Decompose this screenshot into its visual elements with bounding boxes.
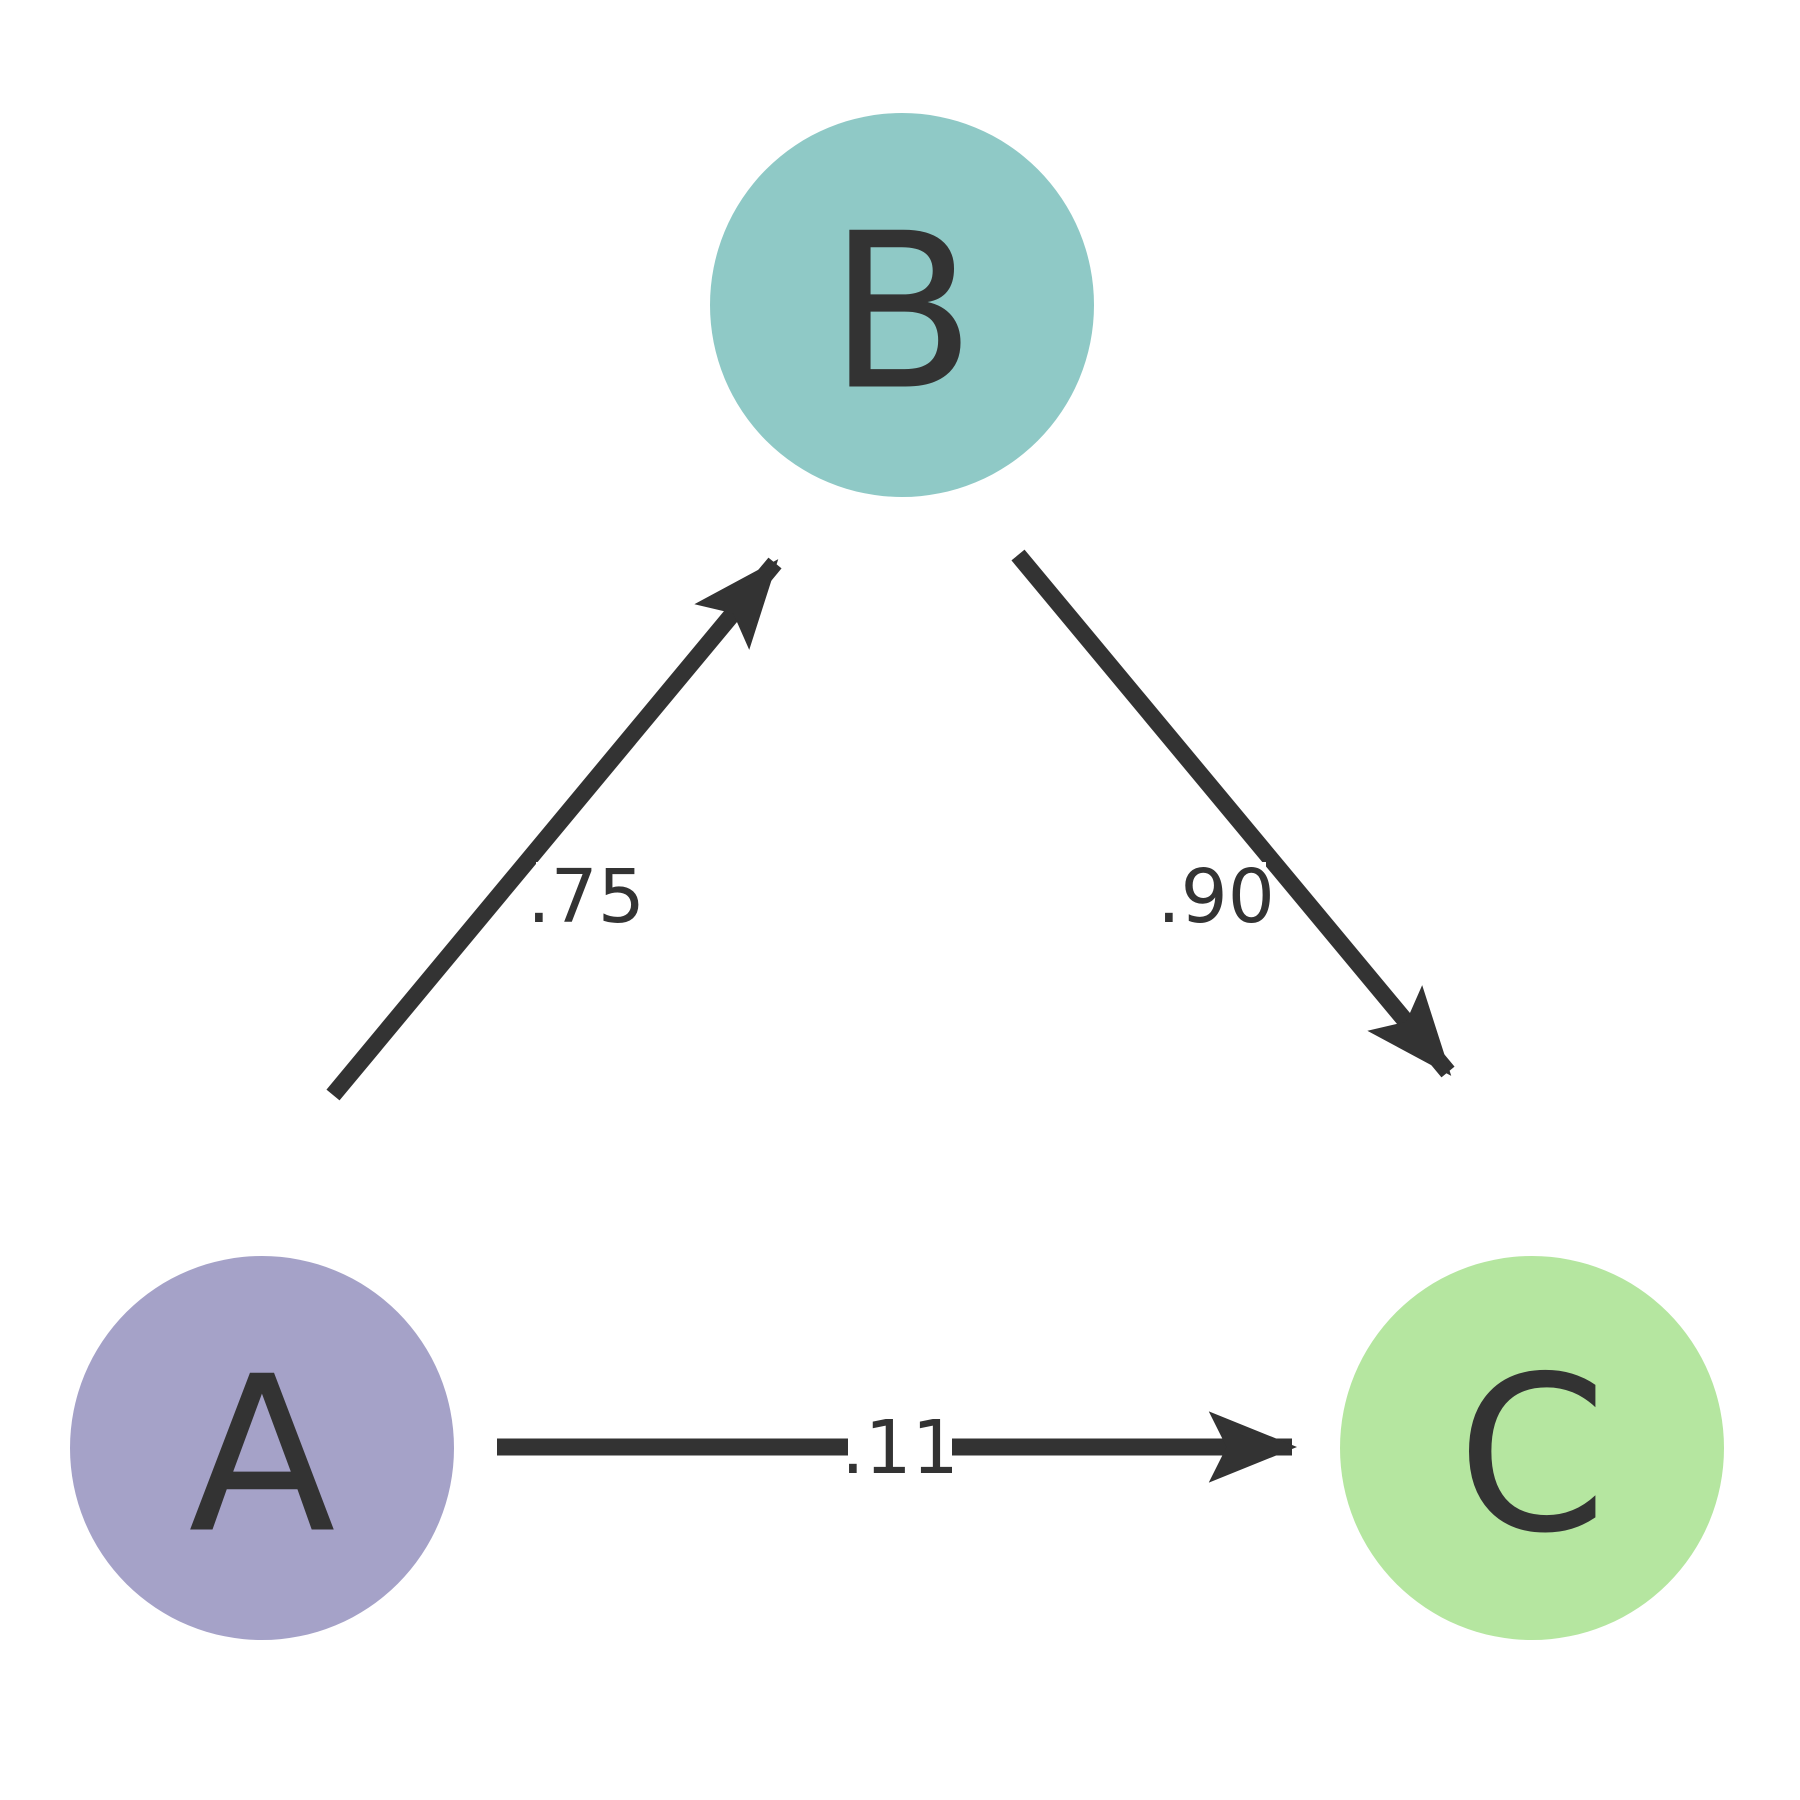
edge-a-to-c-label-backdrop: [848, 1412, 952, 1484]
node-c[interactable]: C: [1340, 1256, 1724, 1640]
node-a[interactable]: A: [70, 1256, 454, 1640]
node-a-label: A: [188, 1330, 335, 1581]
edge-a-to-b-label: .75: [527, 854, 645, 940]
node-b-circle: [710, 113, 1094, 497]
edge-a-to-c[interactable]: .11: [497, 1405, 1298, 1491]
edge-b-to-c-line: [1011, 549, 1455, 1078]
node-b[interactable]: B: [710, 113, 1094, 497]
edge-a-to-b[interactable]: .75: [326, 557, 782, 1101]
node-b-label: B: [828, 187, 976, 438]
edge-a-to-c-label: .11: [841, 1405, 959, 1491]
edge-b-to-c[interactable]: .90: [1011, 549, 1455, 1078]
node-c-label: C: [1457, 1330, 1607, 1581]
edge-b-to-c-label: .90: [1157, 854, 1275, 940]
node-a-circle: [70, 1256, 454, 1640]
edge-a-to-b-line: [326, 557, 782, 1101]
edge-b-to-c-label-backdrop: [1166, 862, 1266, 934]
edge-a-to-b-label-backdrop: [536, 862, 636, 934]
node-c-circle: [1340, 1256, 1724, 1640]
